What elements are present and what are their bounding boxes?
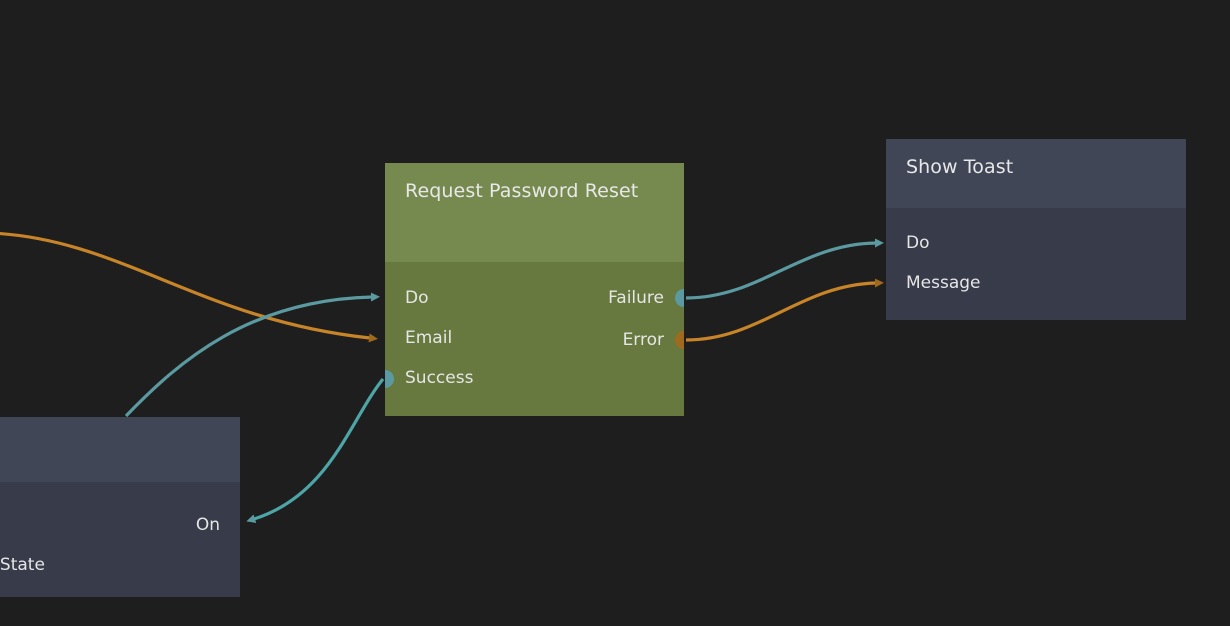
port-dot-success[interactable] [385, 370, 394, 388]
port-label-out-error[interactable]: Error [622, 330, 664, 350]
port-dot-failure[interactable] [675, 289, 684, 307]
port-label-in-email[interactable]: Email [405, 328, 453, 348]
port-label-out-failure[interactable]: Failure [608, 288, 664, 308]
port-label-in-current-state[interactable]: rent State [0, 555, 45, 575]
node-body-show-toast: Do Message [886, 208, 1186, 320]
port-label-out-on[interactable]: On [195, 515, 220, 535]
wire-failure-to-do [685, 238, 884, 300]
node-body-switch: On rent State [0, 482, 240, 597]
node-title-show-toast: Show Toast [886, 139, 1186, 208]
node-title-switch: tch [0, 417, 240, 482]
node-request-password-reset[interactable]: Request Password Reset Do Email Success … [385, 163, 684, 416]
port-label-in-do[interactable]: Do [405, 288, 429, 308]
wire-switch-to-do [124, 292, 380, 418]
port-label-in-success[interactable]: Success [405, 368, 474, 388]
node-body-request-password-reset: Do Email Success Failure Error [385, 262, 684, 416]
node-title-request-password-reset: Request Password Reset [385, 163, 684, 262]
wire-error-to-message [685, 278, 884, 342]
port-label-in-message[interactable]: Message [906, 273, 981, 293]
port-label-in-do-toast[interactable]: Do [906, 233, 930, 253]
node-switch[interactable]: tch On rent State [0, 417, 240, 597]
wire-offscreen-to-email [0, 232, 378, 343]
node-show-toast[interactable]: Show Toast Do Message [886, 139, 1186, 320]
port-dot-error[interactable] [675, 331, 684, 349]
wire-success-to-on [246, 377, 385, 523]
